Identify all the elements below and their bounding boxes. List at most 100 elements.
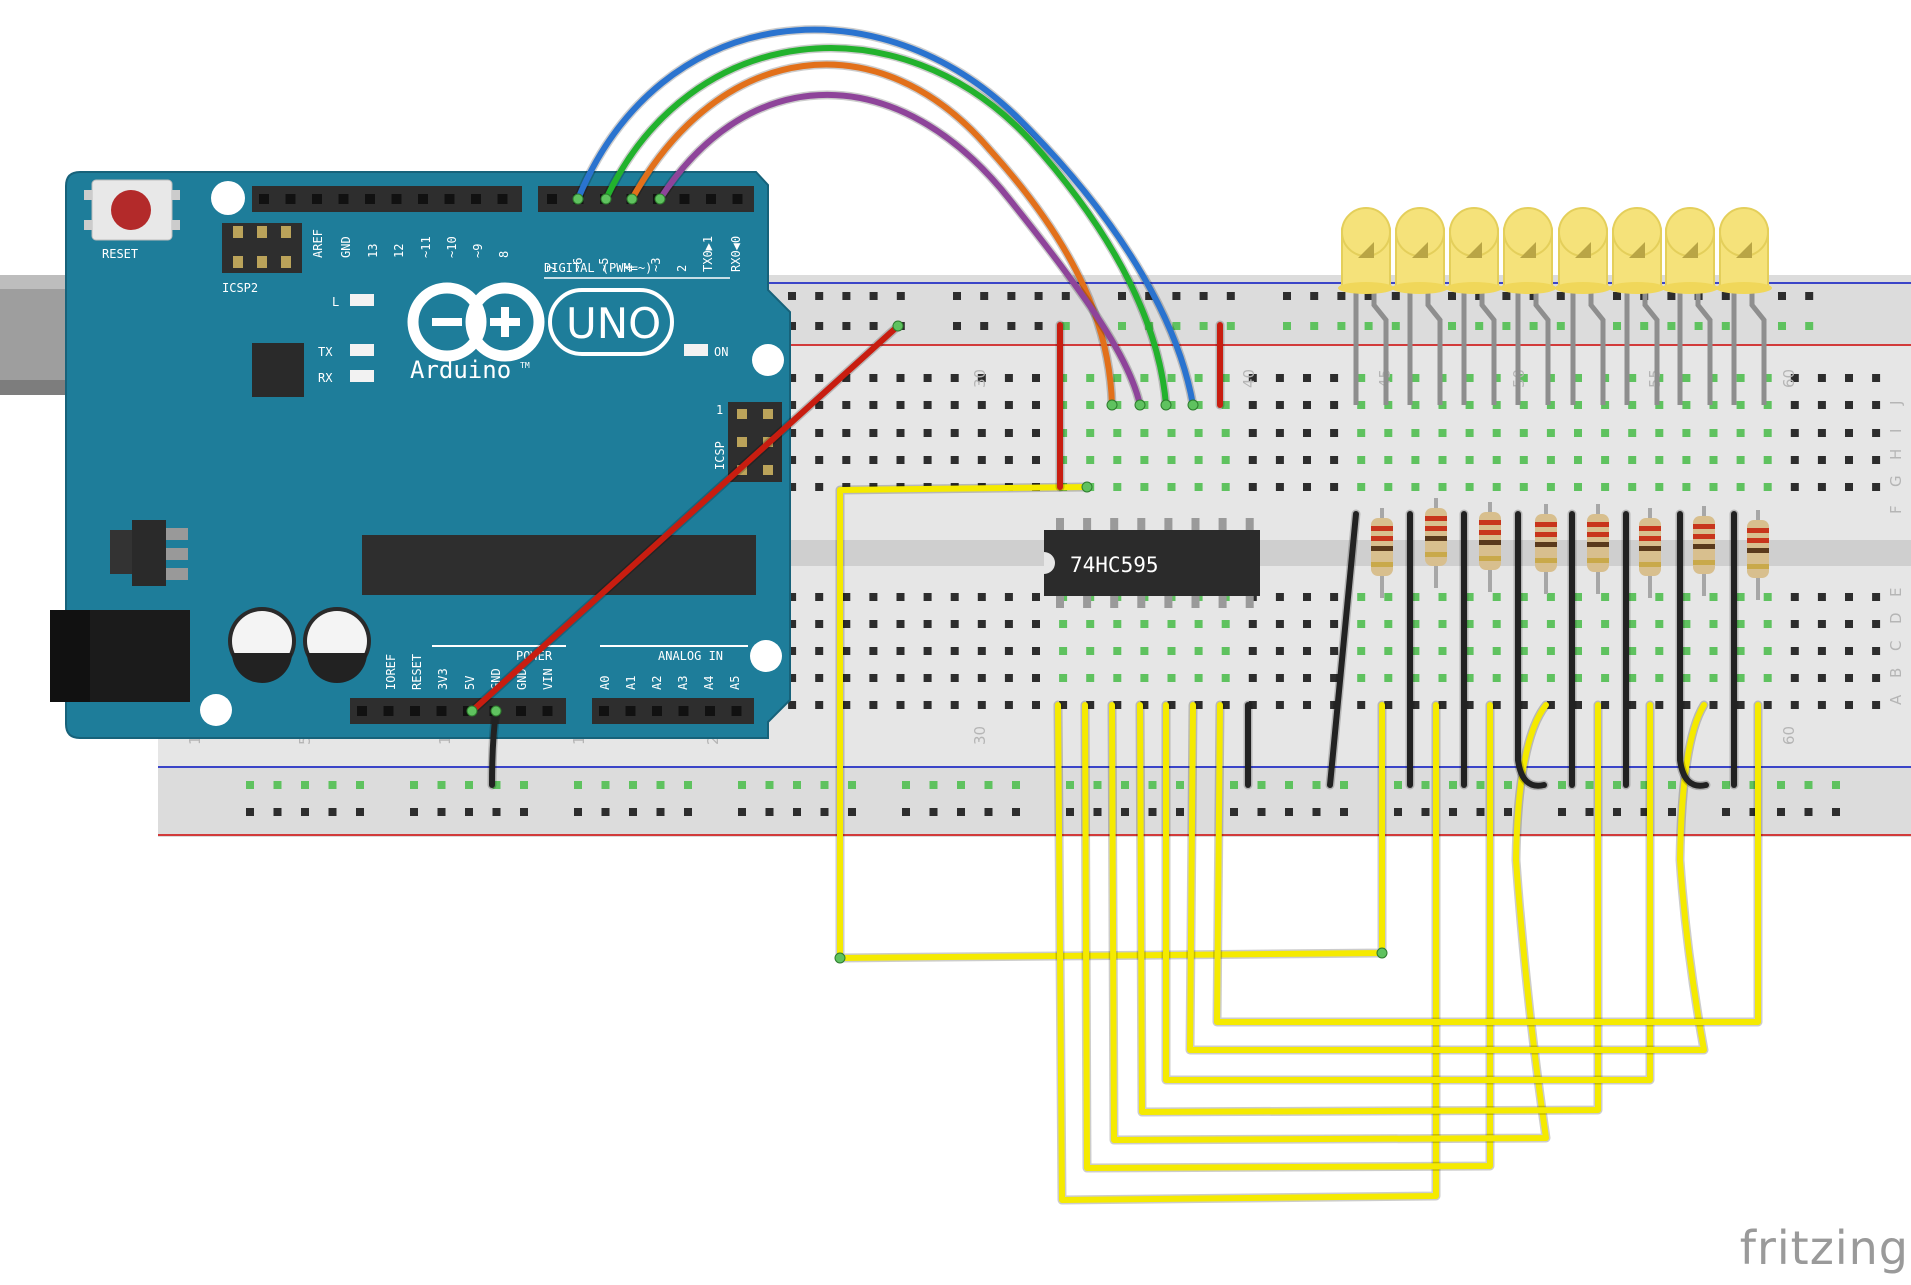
breadboard-hole — [1465, 401, 1474, 409]
led-leg — [1371, 290, 1389, 405]
breadboard-hole — [1763, 701, 1772, 709]
breadboard-hole — [1004, 374, 1013, 382]
header-pin — [679, 194, 690, 204]
header-pin — [678, 706, 689, 716]
chip-pin — [1218, 594, 1227, 608]
icsp2-pin — [233, 226, 243, 238]
breadboard-hole — [977, 593, 986, 601]
breadboard-hole — [1682, 401, 1691, 409]
wire-yellow — [1137, 702, 1601, 1115]
breadboard-hole — [1303, 620, 1311, 628]
rail-hole — [1034, 292, 1043, 300]
breadboard-hole — [1601, 593, 1610, 601]
breadboard-hole — [1303, 374, 1311, 382]
breadboard-hole — [923, 647, 932, 655]
chip-pin — [1083, 518, 1092, 532]
column-number: 5 — [296, 735, 314, 745]
rail-hole — [356, 808, 364, 816]
led-leg — [1533, 290, 1551, 405]
pin-label: 2 — [675, 265, 689, 272]
breadboard-hole — [1845, 429, 1853, 437]
rail-hole — [1283, 292, 1291, 300]
breadboard-hole — [1574, 429, 1582, 437]
rail-hole — [1556, 292, 1565, 300]
breadboard-hole — [1330, 593, 1339, 601]
rail-hole — [684, 781, 692, 789]
rail-hole — [1805, 322, 1814, 330]
rail-hole — [1391, 322, 1400, 330]
rail-hole — [1449, 781, 1457, 789]
wire-end — [1081, 481, 1093, 493]
breadboard-hole — [1330, 429, 1339, 437]
rail-hole — [1804, 781, 1813, 789]
breadboard-hole — [1736, 374, 1745, 382]
dc-power-jack — [50, 610, 190, 702]
breadboard-hole — [1872, 620, 1881, 628]
breadboard-hole — [1059, 401, 1068, 409]
breadboard-hole — [1790, 483, 1799, 491]
rail-hole — [1476, 808, 1485, 816]
breadboard-hole — [1086, 401, 1095, 409]
header-pin — [436, 706, 447, 716]
breadboard-hole — [1465, 456, 1474, 464]
rail-hole — [410, 808, 418, 816]
reset-button[interactable] — [84, 179, 180, 241]
breadboard-hole — [1709, 429, 1718, 437]
header-pin — [471, 194, 481, 204]
wire-blue — [575, 26, 1196, 408]
rail-hole — [929, 781, 938, 789]
rail-hole — [1340, 781, 1348, 789]
breadboard-hole — [1872, 593, 1881, 601]
breadboard-hole — [1519, 593, 1528, 601]
breadboard-hole — [1519, 456, 1528, 464]
breadboard-hole — [1059, 456, 1068, 464]
rail-hole — [929, 808, 938, 816]
rail-hole — [273, 808, 282, 816]
rail-hole — [1640, 322, 1649, 330]
wire-black — [1327, 511, 1359, 788]
header-pin — [731, 706, 742, 716]
rail-hole — [957, 808, 965, 816]
wire-yellow — [1214, 702, 1761, 1025]
breadboard-hole — [1167, 701, 1176, 709]
breadboard-hole — [1248, 429, 1257, 437]
breadboard-hole — [1357, 429, 1366, 437]
breadboard-hole — [1465, 647, 1474, 655]
led-leg — [1479, 290, 1497, 405]
capacitor — [303, 607, 371, 683]
breadboard-hole — [1492, 674, 1501, 682]
rail-hole — [1476, 781, 1485, 789]
breadboard-hole — [1275, 647, 1284, 655]
breadboard-hole — [1167, 483, 1176, 491]
header-pin — [259, 194, 269, 204]
breadboard-hole — [869, 374, 878, 382]
rail-hole — [1640, 781, 1649, 789]
breadboard-hole — [1303, 483, 1311, 491]
pin-label: ~6 — [571, 258, 585, 272]
breadboard-hole — [1709, 674, 1718, 682]
breadboard-hole — [1601, 674, 1610, 682]
chip-body — [1044, 530, 1260, 596]
breadboard-hole — [1140, 647, 1149, 655]
breadboard-hole — [1086, 456, 1095, 464]
rail-hole — [1199, 292, 1208, 300]
pin-label: VIN — [541, 668, 555, 690]
breadboard-hole — [869, 429, 878, 437]
breadboard-hole — [1655, 483, 1664, 491]
breadboard-hole — [1438, 429, 1447, 437]
breadboard-hole — [1546, 647, 1555, 655]
rail-hole — [1448, 322, 1456, 330]
breadboard-hole — [1519, 620, 1528, 628]
rail-hole — [1285, 808, 1293, 816]
breadboard-hole — [788, 401, 797, 409]
breadboard-hole — [1411, 456, 1420, 464]
breadboard-hole — [950, 401, 959, 409]
breadboard-hole — [977, 674, 986, 682]
rail-hole — [815, 322, 824, 330]
breadboard-hole — [1601, 429, 1610, 437]
led-yellow — [1500, 207, 1556, 294]
breadboard-hole — [1519, 674, 1528, 682]
breadboard-hole — [1817, 401, 1826, 409]
breadboard-hole — [1845, 401, 1853, 409]
breadboard-hole — [1357, 374, 1366, 382]
